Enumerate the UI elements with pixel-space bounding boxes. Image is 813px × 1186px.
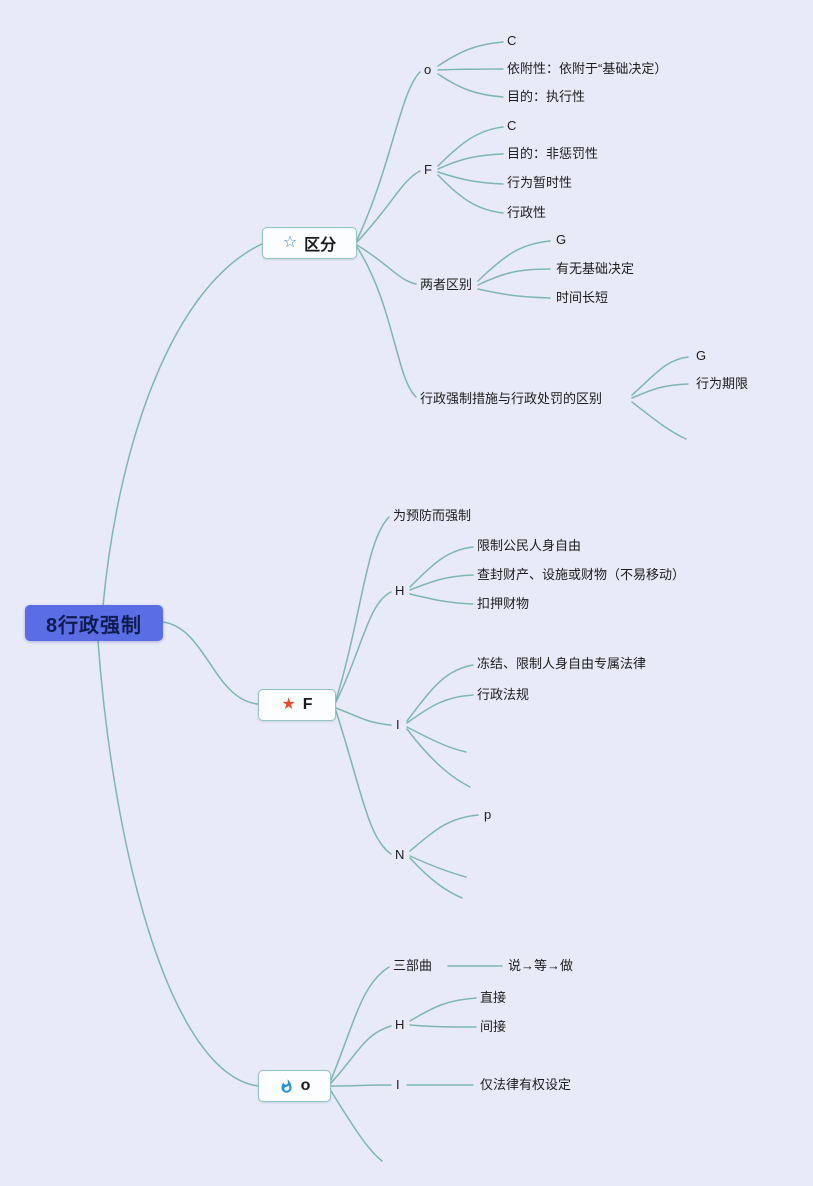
branch-qufen[interactable]: ☆ 区分: [262, 227, 357, 259]
connector: [330, 1025, 392, 1084]
connector: [437, 68, 504, 71]
branch-f-label: F: [302, 696, 313, 713]
branch-qufen-label: 区分: [304, 237, 337, 254]
connector: [437, 174, 504, 214]
connector: [409, 857, 463, 899]
subtopic-node[interactable]: p: [484, 807, 492, 822]
subtopic-node[interactable]: C: [507, 33, 517, 48]
topic-node[interactable]: I: [396, 717, 400, 732]
subtopic-node[interactable]: C: [507, 118, 517, 133]
connector: [356, 244, 417, 285]
connector: [409, 997, 477, 1022]
connector: [409, 1024, 477, 1028]
subtopic-node[interactable]: G: [556, 232, 567, 247]
star-outline-icon: ☆: [282, 234, 298, 251]
connector: [409, 814, 479, 852]
subtopic-node[interactable]: 行政法规: [477, 687, 530, 702]
topic-node[interactable]: 三部曲: [393, 958, 433, 973]
connector: [356, 246, 417, 398]
connector: [335, 707, 392, 726]
connector: [409, 593, 474, 605]
connector: [477, 288, 551, 299]
subtopic-node[interactable]: 冻结、限制人身自由专属法律: [477, 656, 647, 671]
connector: [409, 546, 474, 588]
branch-o-label: o: [300, 1077, 311, 1094]
topic-node[interactable]: o: [424, 62, 432, 77]
subtopic-node[interactable]: 行为暂时性: [507, 175, 573, 190]
connector: [477, 240, 551, 282]
connector: [330, 966, 390, 1081]
subtopic-node[interactable]: 扣押财物: [477, 596, 530, 611]
subtopic-node[interactable]: G: [696, 348, 707, 363]
connector: [162, 621, 259, 705]
topic-node[interactable]: N: [395, 847, 405, 862]
connector: [437, 153, 504, 170]
connector: [406, 728, 471, 788]
connector: [409, 574, 474, 591]
subtopic-node[interactable]: 目的：执行性: [507, 89, 586, 104]
subtopic-node[interactable]: 查封财产、设施或财物（不易移动）: [477, 567, 686, 582]
connector: [437, 41, 504, 67]
connector: [631, 356, 689, 396]
connector: [102, 243, 263, 607]
topic-node[interactable]: H: [395, 583, 405, 598]
connector: [631, 401, 687, 440]
connector: [97, 640, 259, 1087]
topic-node[interactable]: 为预防而强制: [393, 508, 472, 523]
connector: [335, 516, 390, 701]
topic-node[interactable]: F: [424, 162, 432, 177]
connector: [631, 383, 689, 399]
connector: [406, 726, 467, 753]
connector: [437, 171, 504, 185]
connector: [477, 268, 551, 286]
connector: [335, 591, 392, 703]
branch-f[interactable]: ★ F: [258, 689, 336, 721]
star-icon: ★: [281, 696, 296, 713]
connector: [437, 126, 504, 167]
root-topic-label: 8行政强制: [45, 614, 143, 637]
subtopic-node[interactable]: 依附性：依附于“基础决定）: [507, 61, 668, 76]
subtopic-node[interactable]: 说→等→做: [508, 958, 574, 973]
subtopic-node[interactable]: 有无基础决定: [556, 261, 635, 276]
connector: [409, 855, 467, 878]
root-topic[interactable]: 8行政强制: [25, 605, 163, 641]
connector: [335, 710, 392, 855]
subtopic-node[interactable]: 目的：非惩罚性: [507, 146, 599, 161]
subtopic-node[interactable]: 行为期限: [696, 376, 749, 391]
branch-o[interactable]: o: [258, 1070, 331, 1102]
topic-node[interactable]: 两者区别: [420, 277, 473, 292]
connector: [356, 170, 421, 243]
subtopic-node[interactable]: 仅法律有权设定: [480, 1077, 572, 1092]
topic-node[interactable]: 行政强制措施与行政处罚的区别: [420, 391, 603, 406]
subtopic-node[interactable]: 行政性: [507, 205, 547, 220]
topic-node[interactable]: I: [396, 1077, 400, 1092]
connector: [330, 1090, 383, 1162]
subtopic-node[interactable]: 时间长短: [556, 290, 609, 305]
connector: [406, 694, 474, 724]
connector: [356, 71, 421, 241]
subtopic-node[interactable]: 直接: [480, 990, 507, 1005]
connector: [437, 73, 504, 98]
subtopic-node[interactable]: 限制公民人身自由: [477, 538, 582, 553]
connector: [406, 664, 474, 722]
subtopic-node[interactable]: 间接: [480, 1019, 507, 1034]
connector: [330, 1084, 392, 1087]
flame-icon: [279, 1078, 294, 1094]
topic-node[interactable]: H: [395, 1017, 405, 1032]
